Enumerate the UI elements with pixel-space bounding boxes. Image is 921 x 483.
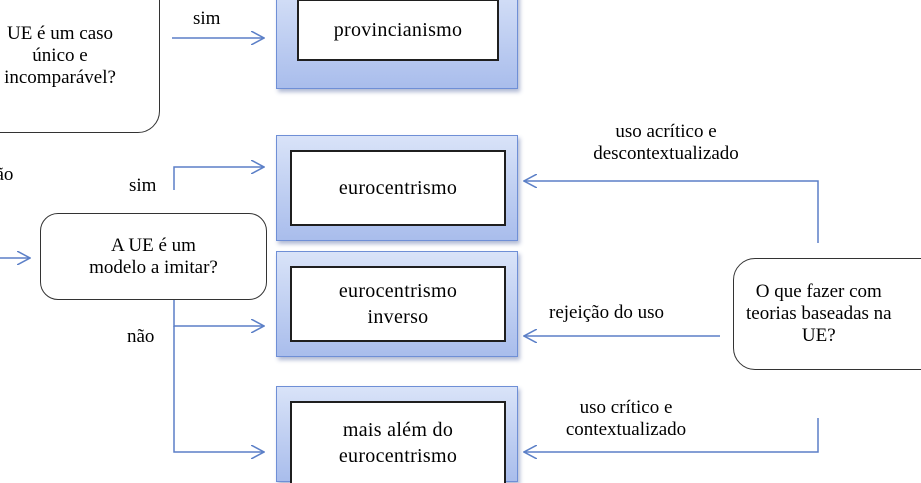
question-theories-line2: teorias baseadas na <box>746 303 892 324</box>
question-model: A UE é um modelo a imitar? <box>40 213 267 300</box>
question-unique-line2: único e <box>32 44 88 66</box>
outcome-beyond-line1: mais além do <box>342 419 454 441</box>
label-critical-line1: uso crítico e <box>579 397 673 418</box>
outcome-inverse-line2: inverso <box>367 306 429 328</box>
label-critical-line2: contextualizado <box>565 419 687 440</box>
question-model-line1: A UE é um <box>111 234 196 256</box>
label-critical-use: uso crítico e contextualizado <box>531 397 721 441</box>
outcome-provincialism: provincianismo <box>276 0 518 89</box>
label-no-left: não <box>0 164 14 185</box>
question-theories: O que fazer com teorias baseadas na UE? <box>733 258 921 370</box>
connector-lines <box>0 0 819 472</box>
label-rejection-use: rejeição do uso <box>549 302 665 323</box>
arrow-no-beyond <box>173 326 264 452</box>
question-unique-case: UE é um caso único e incomparável? <box>0 0 160 133</box>
question-model-line2: modelo a imitar? <box>89 256 218 278</box>
outcome-eurocentrism-label: eurocentrismo <box>338 177 458 199</box>
label-uncritical-use: uso acrítico e descontextualizado <box>556 121 776 165</box>
label-uncritical-line2: descontextualizado <box>593 143 739 164</box>
label-yes-top: sim <box>193 8 221 29</box>
arrow-uncritical-eurocentrism <box>524 181 819 243</box>
question-theories-line3: UE? <box>801 325 836 346</box>
outcome-provincialism-label: provincianismo <box>333 19 463 41</box>
label-uncritical-line1: uso acrítico e <box>615 121 717 142</box>
outcome-inverse-eurocentrism: eurocentrismo inverso <box>276 251 518 357</box>
question-theories-line1: O que fazer com <box>755 281 882 302</box>
outcome-inverse-line1: eurocentrismo <box>338 280 458 302</box>
outcome-eurocentrism: eurocentrismo <box>276 135 518 241</box>
arrow-no-inverse <box>173 300 264 326</box>
arrow-critical-beyond <box>524 418 819 452</box>
question-unique-line1: UE é um caso <box>6 22 114 44</box>
outcome-beyond-line2: eurocentrismo <box>338 445 458 467</box>
arrow-yes-eurocentrism <box>173 167 264 190</box>
outcome-beyond-eurocentrism: mais além do eurocentrismo <box>276 386 518 483</box>
question-unique-line3: incomparável? <box>4 66 116 88</box>
label-no-bottom: não <box>127 326 155 347</box>
label-yes-mid: sim <box>129 175 157 196</box>
